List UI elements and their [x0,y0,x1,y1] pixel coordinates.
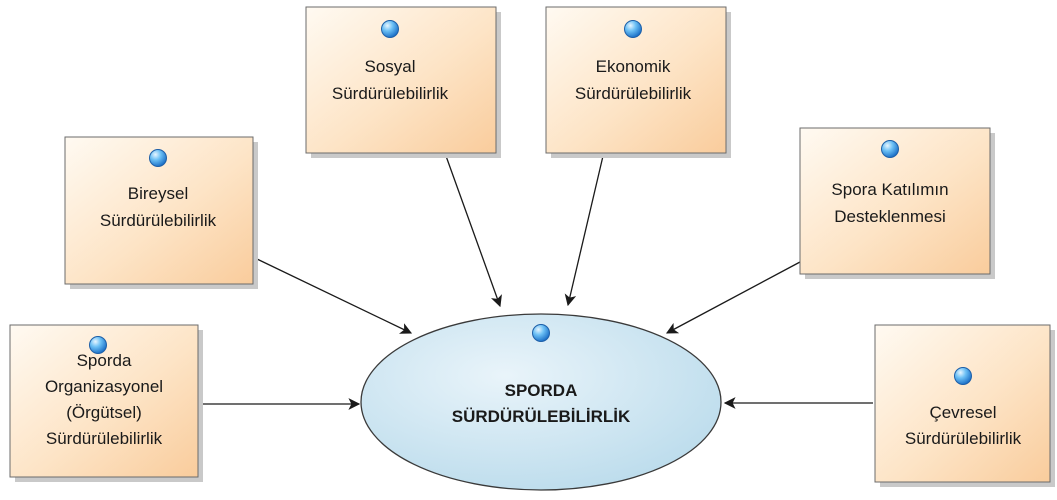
center-label-line-1: SPORDA [505,381,578,400]
box-bireysel-line-2: Sürdürülebilirlik [100,211,217,230]
arrow-katilim-to-center [665,261,801,334]
box-sosyal-line-2: Sürdürülebilirlik [332,84,449,103]
box-organizasyonel-line-2: Organizasyonel [45,377,163,396]
box-sosyal-line-1: Sosyal [364,57,415,76]
box-katilim: Spora Katılımın Desteklenmesi [799,127,995,279]
blue-circle-icon [381,20,399,38]
center-ellipse [360,313,722,491]
blue-circle-icon [624,20,642,38]
box-organizasyonel-line-3: (Örgütsel) [66,403,142,422]
box-ekonomik-line-1: Ekonomik [596,57,671,76]
connectors [200,155,873,410]
arrow-bireysel-to-center [256,258,413,334]
blue-circle-icon [149,149,167,167]
box-bireysel-line-1: Bireysel [128,184,188,203]
blue-circle-icon [89,336,107,354]
box-ekonomik-line-2: Sürdürülebilirlik [575,84,692,103]
box-bireysel: Bireysel Sürdürülebilirlik [64,136,258,289]
box-organizasyonel: Sporda Organizasyonel (Örgütsel) Sürdürü… [9,324,203,482]
blue-circle-icon [532,324,550,342]
box-sosyal: Sosyal Sürdürülebilirlik [305,6,501,158]
box-cevresel: Çevresel Sürdürülebilirlik [874,324,1055,487]
arrow-ekonomik-to-center [564,155,604,307]
blue-circle-icon [881,140,899,158]
box-cevresel-line-2: Sürdürülebilirlik [905,429,1022,448]
center-node: SPORDA SÜRDÜRÜLEBİLİRLİK [360,313,722,491]
box-organizasyonel-line-4: Sürdürülebilirlik [46,429,163,448]
box-katilim-line-1: Spora Katılımın [831,180,948,199]
box-ekonomik: Ekonomik Sürdürülebilirlik [545,6,731,158]
arrow-sosyal-to-center [445,155,502,308]
box-organizasyonel-line-1: Sporda [77,351,132,370]
center-label-line-2: SÜRDÜRÜLEBİLİRLİK [452,407,631,426]
box-katilim-line-2: Desteklenmesi [834,207,946,226]
blue-circle-icon [954,367,972,385]
box-cevresel-line-1: Çevresel [929,403,996,422]
